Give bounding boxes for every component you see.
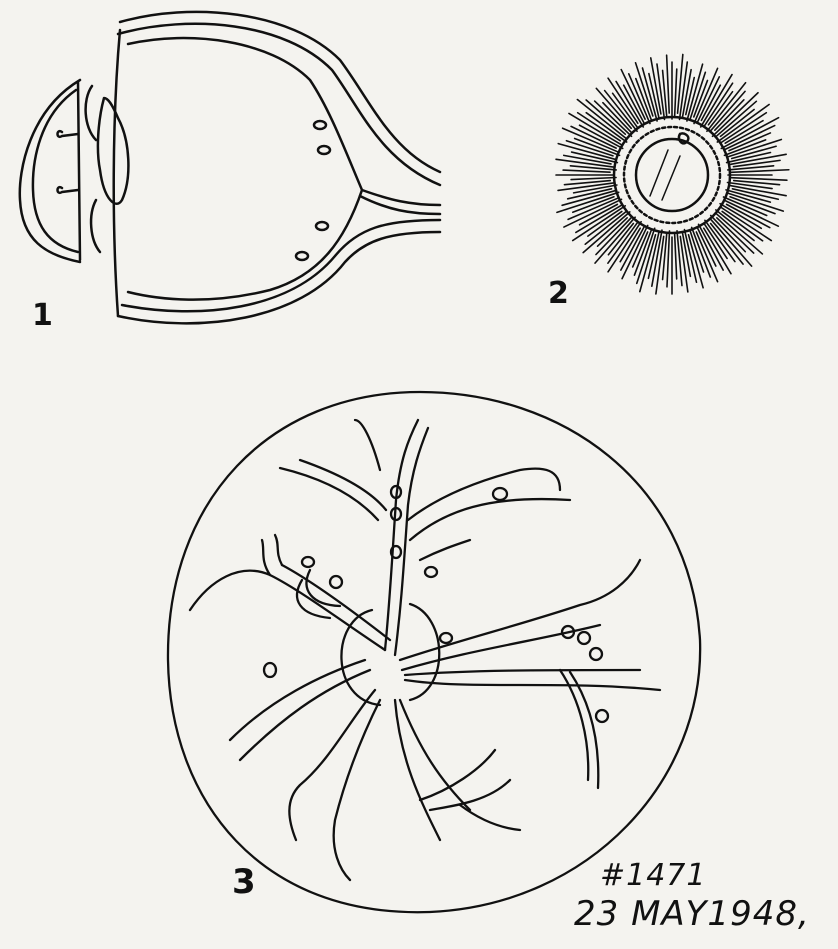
figure-2-label: 2 [548,276,569,311]
figure-3-label: 3 [232,862,256,902]
handwritten-specimen-number: #1471 [600,858,706,893]
handwritten-date: 23 MAY1948, [574,894,810,934]
figure-1-label: 1 [32,298,53,333]
